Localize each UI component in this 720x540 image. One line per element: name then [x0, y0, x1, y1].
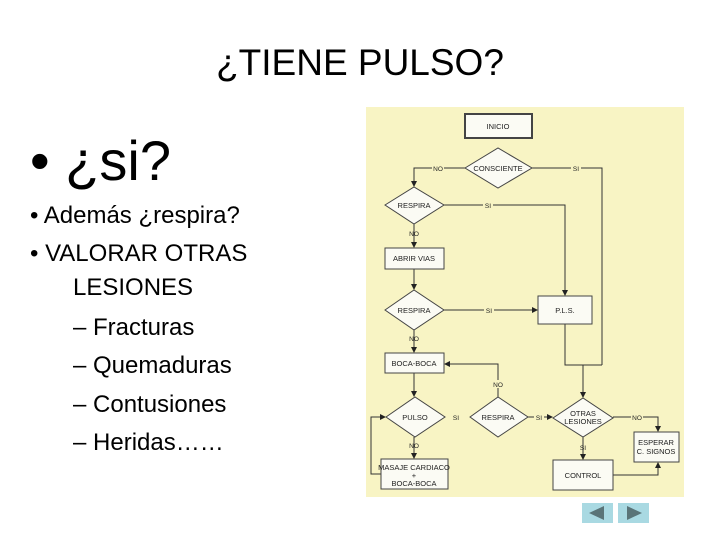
- node-masaje: MASAJE CARDIACO: [378, 463, 450, 472]
- node-respira: RESPIRA: [482, 413, 515, 422]
- sub-bullet: – Heridas……: [73, 429, 224, 456]
- edge-label-no: NO: [409, 231, 419, 238]
- triangle-right-icon: [627, 506, 642, 520]
- node-respira: RESPIRA: [398, 306, 431, 315]
- node-abrir-vias: ABRIR VIAS: [393, 254, 435, 263]
- edge-label-si: SI: [453, 415, 459, 422]
- edge-label-no: NO: [493, 382, 503, 389]
- node-inicio: INICIO: [487, 122, 510, 131]
- edge-label-no: NO: [409, 443, 419, 450]
- next-slide-button[interactable]: [618, 503, 649, 523]
- bullet: • Además ¿respira?: [30, 202, 240, 229]
- edge-label-si: SI: [485, 203, 491, 210]
- bullet-continued: LESIONES: [73, 274, 194, 301]
- edge-label-si: SI: [580, 445, 586, 452]
- main-bullet: • ¿si?: [30, 129, 171, 192]
- node-respira: RESPIRA: [398, 201, 431, 210]
- node-masaje: +: [412, 471, 417, 480]
- node-pls: P.L.S.: [555, 306, 574, 315]
- slide-title: ¿TIENE PULSO?: [216, 42, 504, 83]
- sub-bullet: – Fracturas: [73, 314, 195, 341]
- node-masaje: BOCA-BOCA: [391, 479, 436, 488]
- triangle-left-icon: [589, 506, 604, 520]
- node-control: CONTROL: [565, 471, 602, 480]
- node-esperar: ESPERAR: [638, 438, 674, 447]
- node-boca-boca: BOCA-BOCA: [391, 359, 436, 368]
- node-otras-lesiones: LESIONES: [564, 417, 602, 426]
- bullet: • VALORAR OTRAS: [30, 240, 248, 267]
- edge-label-no: NO: [632, 415, 642, 422]
- edge-label-no: NO: [409, 336, 419, 343]
- edge-label-no: NO: [433, 166, 443, 173]
- node-otras-lesiones: OTRAS: [570, 409, 596, 418]
- node-esperar: C. SIGNOS: [637, 447, 676, 456]
- node-consciente: CONSCIENTE: [473, 164, 522, 173]
- sub-bullet: – Contusiones: [73, 391, 227, 418]
- edge-label-si: SI: [486, 308, 492, 315]
- previous-slide-button[interactable]: [582, 503, 613, 523]
- edge-label-si: SI: [573, 166, 579, 173]
- sub-bullet: – Quemaduras: [73, 352, 232, 379]
- edge-label-si: SI: [536, 415, 542, 422]
- node-pulso: PULSO: [402, 413, 428, 422]
